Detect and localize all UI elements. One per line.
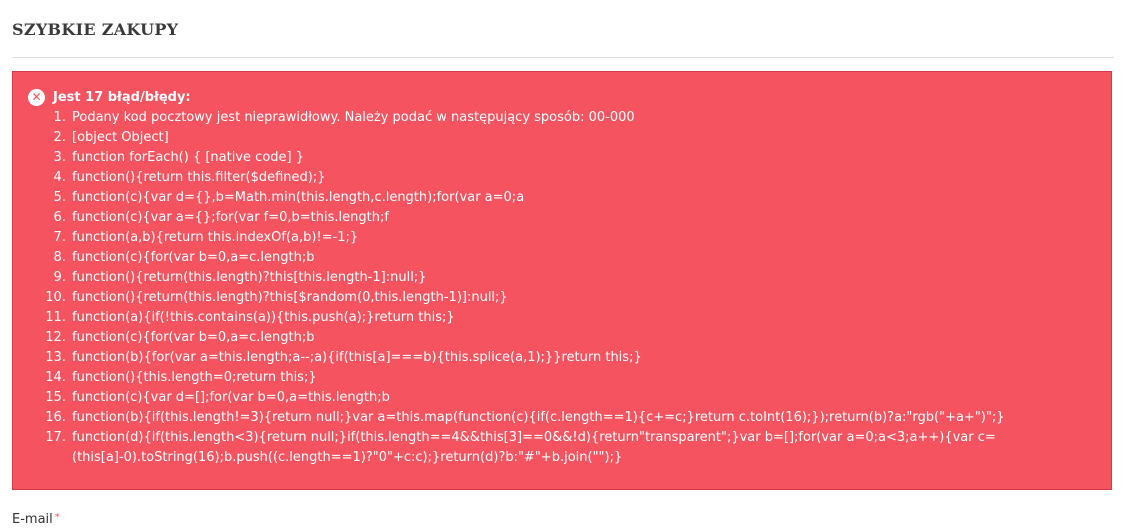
email-label: E-mail* [12, 512, 60, 527]
error-item: function(c){for(var b=0,a=c.length;b [70, 248, 1070, 268]
page-title: SZYBKIE ZAKUPY [12, 20, 179, 39]
error-item: function(a,b){return this.indexOf(a,b)!=… [70, 228, 1070, 248]
error-close-circle-icon: ✕ [28, 89, 45, 106]
error-item: [object Object] [70, 128, 1070, 148]
error-list: Podany kod pocztowy jest nieprawidłowy. … [70, 108, 1070, 468]
error-item: function(){return(this.length)?this[this… [70, 268, 1070, 288]
error-message-box: ✕ Jest 17 błąd/błędy: Podany kod pocztow… [12, 71, 1112, 490]
email-label-text: E-mail [12, 512, 53, 527]
error-item: function(c){var d=[];for(var b=0,a=this.… [70, 388, 1070, 408]
error-item: function forEach() { [native code] } [70, 148, 1070, 168]
required-marker: * [54, 512, 60, 523]
error-item: function(b){for(var a=this.length;a--;a)… [70, 348, 1070, 368]
error-item: function(){return(this.length)?this[$ran… [70, 288, 1070, 308]
error-item: Podany kod pocztowy jest nieprawidłowy. … [70, 108, 1070, 128]
error-header: ✕ Jest 17 błąd/błędy: [28, 89, 191, 106]
error-item: function(a){if(!this.contains(a)){this.p… [70, 308, 1070, 328]
title-divider [12, 57, 1114, 58]
error-item: function(c){for(var b=0,a=c.length;b [70, 328, 1070, 348]
error-item: function(c){var a={};for(var f=0,b=this.… [70, 208, 1070, 228]
error-item: function(){return this.filter($defined);… [70, 168, 1070, 188]
error-item: function(b){if(this.length!=3){return nu… [70, 408, 1070, 428]
error-title: Jest 17 błąd/błędy: [53, 90, 191, 105]
error-item: function(c){var d={},b=Math.min(this.len… [70, 188, 1070, 208]
error-item: function(){this.length=0;return this;} [70, 368, 1070, 388]
error-item: function(d){if(this.length<3){return nul… [70, 428, 1070, 468]
